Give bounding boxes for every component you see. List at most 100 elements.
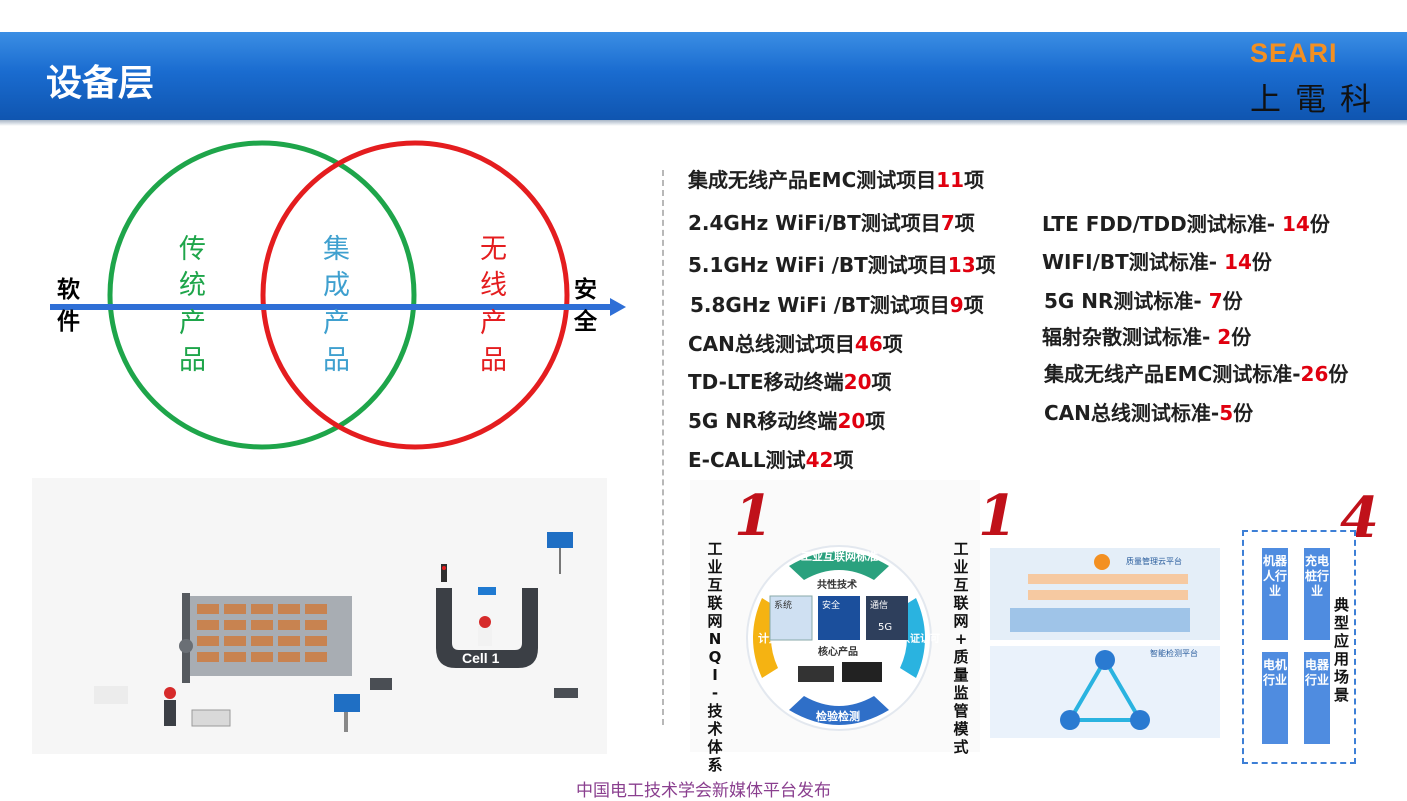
factory-scene: Cell 1 — [94, 532, 578, 732]
inspection-arc-label: 检验检测 — [816, 709, 860, 723]
tech-label-security: 安全 — [822, 599, 840, 611]
monitor-icon — [334, 694, 360, 712]
agv-cart-2-icon — [554, 688, 578, 698]
standard-arc — [789, 551, 889, 580]
platform-node-icon — [1094, 554, 1110, 570]
inspection-node-right — [1130, 710, 1150, 730]
platform-graphic — [990, 548, 1220, 738]
software-char-2: 件 — [57, 309, 80, 335]
test-item: 集成无线产品EMC测试项目11项 — [688, 168, 985, 192]
test-item: 5G NR移动终端20项 — [688, 409, 886, 433]
wifi-sign-icon — [547, 532, 573, 548]
integrated-char-1: 集 — [323, 234, 350, 265]
platform-row-1 — [1028, 574, 1188, 584]
page-title: 设备层 — [46, 63, 155, 104]
wireless-char-3: 产 — [480, 308, 507, 339]
header-bar: 设备层 SEARI 上電科 — [0, 32, 1407, 120]
application-scenarios-panel: 机器人行业 充电桩行业 电机行业 电器行业 — [1242, 530, 1356, 764]
count-badge: 1 — [734, 483, 773, 549]
agv-cart-icon — [370, 678, 392, 690]
quality-vertical-title: 工 业 互 联 网 + 质 量 监 管 模 式 — [953, 540, 969, 756]
application-scenarios-title: 典 型 应 用 场 景 — [1334, 596, 1350, 704]
standard-arc-label: 工业互联网标准 — [801, 549, 878, 563]
integrated-char-4: 品 — [323, 345, 350, 376]
wireless-char-2: 线 — [480, 270, 507, 301]
product-router-icon — [798, 666, 834, 682]
cart-icon — [191, 709, 231, 727]
traditional-char-3: 产 — [179, 308, 206, 339]
arrow-head-icon — [610, 298, 626, 316]
security-char-1: 安 — [574, 276, 597, 303]
industry-robot: 机器人行业 — [1262, 548, 1288, 640]
standard-item: LTE FDD/TDD测试标准- 14份 — [1042, 212, 1330, 236]
standard-item: WIFI/BT测试标准- 14份 — [1042, 250, 1272, 274]
traditional-char-4: 品 — [179, 345, 206, 376]
software-char-1: 软 — [57, 276, 80, 303]
blue-panel — [478, 587, 496, 595]
header-shadow — [0, 120, 1407, 126]
nqi-system-panel: 1 工 业 互 联 网 N Q I - 技 术 体 系 工业互联网标准 检验检测… — [690, 480, 980, 774]
industry-electrical: 电器行业 — [1304, 652, 1330, 744]
inspection-arc — [789, 696, 889, 725]
blank-label — [94, 686, 128, 704]
industry-charging-pile: 充电桩行业 — [1304, 548, 1330, 640]
worker-head-icon — [164, 687, 176, 699]
tech-label-communication: 通信 — [870, 599, 888, 611]
test-item: CAN总线测试项目46项 — [688, 332, 903, 356]
standard-item: 辐射杂散测试标准- 2份 — [1042, 325, 1252, 349]
standard-item: 集成无线产品EMC测试标准-26份 — [1044, 362, 1349, 386]
integrated-char-3: 产 — [323, 308, 350, 339]
seari-logo-text: SEARI — [1250, 38, 1338, 68]
standard-item: 5G NR测试标准- 7份 — [1044, 289, 1243, 313]
crane-pillar — [182, 593, 190, 683]
gear-icon — [179, 639, 193, 653]
standard-item: CAN总线测试标准-5份 — [1044, 401, 1254, 425]
monitor-stand — [344, 712, 348, 732]
tech-label-system: 系统 — [774, 599, 792, 611]
test-item: TD-LTE移动终端20项 — [688, 370, 892, 394]
test-item: 5.8GHz WiFi /BT测试项目9项 — [690, 293, 984, 317]
security-char-2: 全 — [573, 308, 598, 335]
smart-inspection-title: 智能检测平台 — [1150, 649, 1198, 658]
quality-platform-diagram: 质量管理云平台 智能检测平台 — [990, 548, 1220, 738]
product-module-icon — [842, 662, 882, 682]
cloud-platform-title: 质量管理云平台 — [1126, 557, 1182, 566]
footer-source: 中国电工技术学会新媒体平台发布 — [576, 781, 831, 801]
inspection-node-left — [1060, 710, 1080, 730]
count-badge: 1 — [978, 483, 1017, 549]
platform-row-2 — [1028, 590, 1188, 600]
test-item: E-CALL测试42项 — [688, 448, 854, 472]
test-item: 2.4GHz WiFi/BT测试项目7项 — [688, 211, 975, 235]
integrated-char-2: 成 — [323, 270, 350, 301]
nqi-ring-diagram: 工业互联网标准 检验检测 计量 认证认可 共性技术 系统 安全 通信 5G 核心… — [746, 545, 940, 731]
common-tech-label: 共性技术 — [817, 578, 857, 591]
industry-motor: 电机行业 — [1262, 652, 1288, 744]
traffic-light-red — [442, 566, 446, 570]
traditional-char-2: 统 — [179, 270, 206, 301]
tile-5g-label: 5G — [878, 622, 892, 633]
rack-boxes — [197, 604, 327, 662]
nqi-vertical-title: 工 业 互 联 网 N Q I - 技 术 体 系 — [707, 540, 723, 774]
test-item: 5.1GHz WiFi /BT测试项目13项 — [688, 253, 996, 277]
platform-servers — [1010, 608, 1190, 632]
seari-logo-chinese: 上電科 — [1250, 82, 1385, 118]
worker-helmet-icon — [479, 616, 491, 628]
inspection-node-top — [1095, 650, 1115, 670]
wireless-char-1: 无 — [480, 234, 507, 265]
tech-tile-security — [818, 596, 860, 640]
certification-arc-label: 认证认可 — [900, 632, 940, 645]
traditional-char-1: 传 — [179, 234, 206, 265]
core-product-label: 核心产品 — [818, 645, 858, 658]
tech-tile-system — [769, 595, 813, 641]
robot-worker-body — [478, 626, 492, 646]
factory-illustration: Cell 1 — [32, 478, 607, 754]
wireless-char-4: 品 — [480, 345, 507, 376]
cell-track — [436, 588, 538, 668]
cell-label: Cell 1 — [462, 650, 500, 666]
traditional-products-circle — [107, 140, 417, 450]
venn-diagram: 传 统 产 品 集 成 产 品 无 线 产 品 软 件 安 全 — [50, 140, 626, 450]
inspection-triangle — [1066, 656, 1144, 722]
section-divider — [662, 170, 664, 725]
wireless-products-circle — [260, 140, 570, 450]
tech-tile-communication — [866, 596, 908, 640]
